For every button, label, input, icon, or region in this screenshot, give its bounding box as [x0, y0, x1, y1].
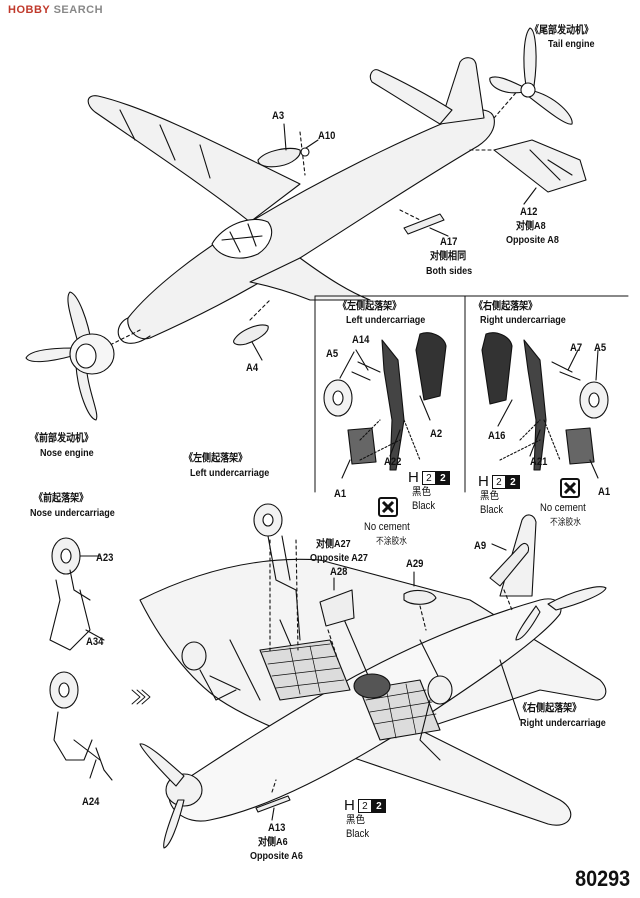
no-cement-left-cn: 不涂胶水 — [376, 536, 407, 546]
paint-box-black: 2 — [435, 470, 450, 485]
label-a12-en: Opposite A8 — [506, 234, 559, 246]
lower-landing-gear — [181, 503, 453, 761]
label-a13-en: Opposite A6 — [250, 850, 303, 862]
label-a21: A21 — [530, 456, 548, 468]
label-a14: A14 — [352, 334, 370, 346]
right-uc-top-cn: 《右侧起落架》 — [474, 300, 538, 312]
label-a13-cn: 对侧A6 — [258, 836, 288, 848]
part-a3-shape — [257, 147, 301, 168]
no-cement-left-en: No cement — [364, 521, 410, 533]
label-a29: A29 — [406, 558, 424, 570]
paint-chip-bottom: H 2 2 — [344, 797, 386, 814]
label-a1-left: A1 — [334, 488, 347, 500]
left-uc-top-cn: 《左侧起落架》 — [338, 300, 402, 312]
paint-chip-right: H 2 2 — [478, 473, 520, 490]
upper-aircraft — [87, 57, 521, 351]
label-a4: A4 — [246, 362, 259, 374]
paint-left-en: Black — [412, 500, 436, 512]
left-uc-top-en: Left undercarriage — [346, 314, 426, 326]
tail-propeller — [489, 27, 573, 125]
paint-box-white: 2 — [491, 474, 506, 489]
nose-undercarriage-detail — [49, 537, 113, 781]
label-a17: A17 — [440, 236, 458, 248]
paint-chip-left: H 2 2 — [408, 469, 450, 486]
tail-engine-en: Tail engine — [548, 38, 595, 50]
label-a17-cn: 对侧相同 — [430, 250, 467, 262]
left-uc-mid-en: Left undercarriage — [190, 467, 270, 479]
lower-aircraft — [139, 514, 607, 849]
paint-right-en: Black — [480, 504, 504, 516]
watermark-brand: HOBBY — [8, 4, 51, 16]
paint-box-black: 2 — [505, 474, 520, 489]
watermark-logo: HOBBY SEARCH — [8, 4, 103, 16]
right-uc-bottom-en: Right undercarriage — [520, 717, 606, 729]
paint-right-cn: 黑色 — [480, 490, 499, 502]
nose-engine-cn: 《前部发动机》 — [30, 432, 94, 444]
no-cement-icon — [560, 478, 580, 498]
label-a10: A10 — [318, 130, 336, 142]
label-a34: A34 — [86, 636, 104, 648]
paint-bottom-en: Black — [346, 828, 370, 840]
label-a12: A12 — [520, 206, 538, 218]
paint-box-white: 2 — [421, 470, 436, 485]
label-a16: A16 — [488, 430, 506, 442]
label-a12-cn: 对侧A8 — [516, 220, 546, 232]
label-a1-right: A1 — [598, 486, 611, 498]
paint-h-letter: H — [478, 473, 489, 490]
nose-uc-cn: 《前起落架》 — [34, 492, 89, 504]
nose-uc-en: Nose undercarriage — [30, 507, 115, 519]
label-a9: A9 — [474, 540, 487, 552]
label-a17-en: Both sides — [426, 265, 473, 277]
right-undercarriage-detail — [481, 332, 609, 471]
label-a2: A2 — [430, 428, 443, 440]
paint-h-letter: H — [408, 469, 419, 486]
nose-propeller — [25, 291, 115, 421]
label-a3: A3 — [272, 110, 285, 122]
label-a5-right: A5 — [594, 342, 607, 354]
paint-bottom-cn: 黑色 — [346, 814, 365, 826]
label-a27-en: Opposite A27 — [310, 552, 368, 564]
label-a22: A22 — [384, 456, 402, 468]
no-cement-right-cn: 不涂胶水 — [550, 517, 581, 527]
paint-left-cn: 黑色 — [412, 486, 431, 498]
tail-engine-cn: 《尾部发动机》 — [530, 24, 594, 36]
no-cement-right-en: No cement — [540, 502, 586, 514]
label-a28: A28 — [330, 566, 348, 578]
paint-box-black: 2 — [371, 798, 386, 813]
label-a23: A23 — [96, 552, 114, 564]
right-uc-top-en: Right undercarriage — [480, 314, 566, 326]
label-a5-left: A5 — [326, 348, 339, 360]
label-a13: A13 — [268, 822, 286, 834]
nose-engine-en: Nose engine — [40, 447, 94, 459]
left-uc-mid-cn: 《左侧起落架》 — [184, 452, 248, 464]
paint-box-white: 2 — [357, 798, 372, 813]
left-undercarriage-detail — [323, 332, 447, 471]
label-a27-cn: 对侧A27 — [316, 538, 351, 550]
right-uc-bottom-cn: 《右侧起落架》 — [518, 702, 582, 714]
label-a24: A24 — [82, 796, 100, 808]
watermark-text: SEARCH — [53, 4, 104, 16]
label-a7: A7 — [570, 342, 583, 354]
paint-h-letter: H — [344, 797, 355, 814]
no-cement-icon — [378, 497, 398, 517]
product-code: 80293 — [574, 866, 630, 891]
